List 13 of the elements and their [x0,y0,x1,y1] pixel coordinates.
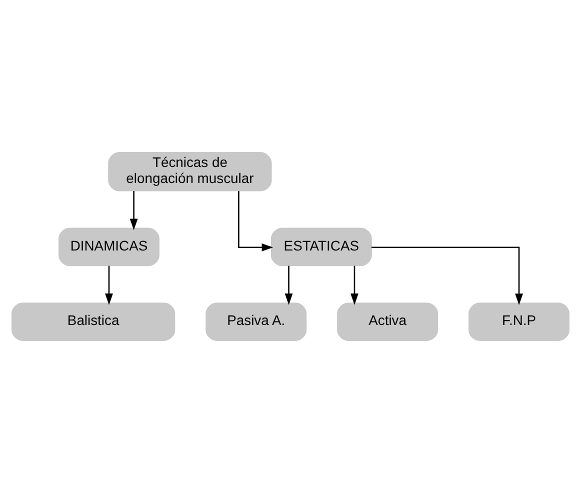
arrow [372,246,523,304]
node-box: ESTATICAS [270,227,372,266]
arrow [350,265,358,304]
node-box: DINAMICAS [58,227,160,266]
arrow [284,265,293,304]
arrow [238,190,274,251]
arrow [130,190,138,230]
node-box: Técnicas de elongación muscular [108,152,272,191]
arrow [105,265,113,304]
node-box: Balistica [12,302,176,340]
node-box: Pasiva A. [206,302,307,340]
node-box: Activa [337,302,438,340]
node-box: F.N.P [468,302,570,340]
